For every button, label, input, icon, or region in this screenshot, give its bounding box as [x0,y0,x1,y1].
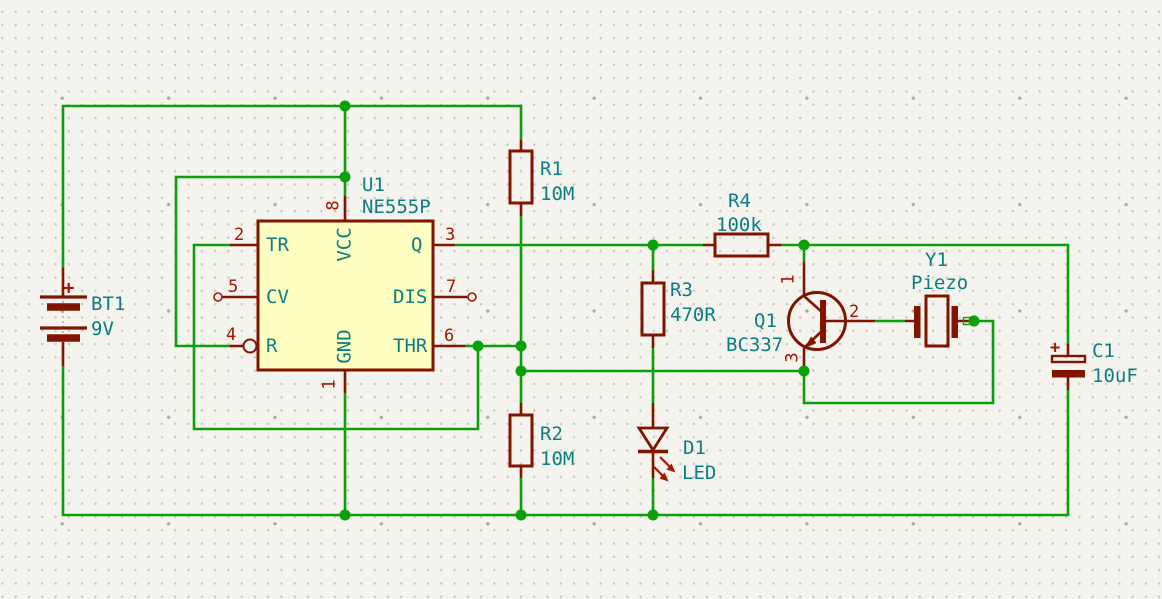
u1-pin-name-thr: THR [393,335,428,357]
r2-resistor-symbol[interactable] [508,413,534,468]
bt1-plus-sign: + [63,277,75,299]
r2-reference[interactable]: R2 [540,423,563,445]
y1-right-plate [951,306,958,338]
u1-pin-number-5: 5 [228,277,239,297]
wire-piezo-return[interactable] [802,319,995,405]
junction-dot [968,315,980,327]
u1-dis-noconnect-circle [467,292,477,302]
q1-value[interactable]: BC337 [726,334,784,356]
q1-pin-number-1: 1 [778,274,799,285]
r3-reference[interactable]: R3 [670,279,693,301]
r1-value[interactable]: 10M [540,183,575,205]
junction-dot [798,239,810,251]
q1-emitter-arrow [805,336,817,348]
r1-reference[interactable]: R1 [540,158,563,180]
wire-reset-tie[interactable] [174,175,345,348]
junction-dot [515,340,527,352]
c1-value[interactable]: 10uF [1092,365,1138,387]
u1-reset-inversion-bubble [242,338,258,354]
u1-reference[interactable]: U1 [362,174,385,196]
u1-pin-number-2: 2 [234,225,245,245]
u1-pin-name-gnd: GND [333,329,356,364]
junction-dot [647,509,659,521]
y1-left-plate [914,306,921,338]
d1-value[interactable]: LED [682,462,717,484]
u1-pin-name-dis: DIS [393,286,428,308]
u1-pin-name-cv: CV [266,286,289,308]
q1-body-circle[interactable] [787,291,847,351]
wire-vcc-top-rail[interactable] [61,104,523,268]
c1-reference[interactable]: C1 [1092,340,1115,362]
wire-tr-thr-loop[interactable] [192,243,480,431]
q1-collector-line [803,295,824,314]
u1-pin-number-1: 1 [319,379,340,390]
u1-pin-name-r: R [266,335,278,357]
r3-resistor-symbol[interactable] [640,281,666,337]
u1-pin-stubs [222,196,468,393]
u1-value[interactable]: NE555P [362,196,431,218]
bt1-reference[interactable]: BT1 [91,293,126,315]
r4-value[interactable]: 100k [716,214,762,236]
u1-pin-number-3: 3 [445,225,456,245]
d1-light-arrowhead-1 [666,463,676,473]
u1-pin-number-7: 7 [446,277,457,297]
u1-ic-symbol[interactable] [213,219,477,372]
u1-pin-name-tr: TR [266,234,289,256]
y1-value[interactable]: Piezo [911,272,969,294]
bt1-battery-symbol[interactable] [40,295,87,342]
c1-plus-sign: + [1050,338,1061,358]
u1-body[interactable] [256,219,435,372]
junction-dot [339,171,351,183]
wires [61,104,1070,517]
u1-pin-number-6: 6 [444,326,455,346]
junction-dot [798,365,810,377]
q1-pin-number-3: 3 [782,352,803,363]
q1-pin-stubs [802,262,875,371]
y1-body[interactable] [924,294,950,348]
y1-reference[interactable]: Y1 [925,249,948,271]
u1-pin-number-8: 8 [323,200,344,211]
u1-pin-name-vcc: VCC [333,227,356,262]
wire-ground-rail[interactable] [61,366,1070,517]
r1-resistor-symbol[interactable] [508,149,534,205]
u1-pin-name-q: Q [411,234,423,256]
c1-capacitor-symbol[interactable] [1050,354,1087,378]
q1-reference[interactable]: Q1 [754,310,777,332]
junction-dot [515,365,527,377]
q1-transistor-symbol[interactable] [787,291,847,351]
d1-triangle[interactable] [636,426,670,453]
junction-dot [515,509,527,521]
d1-reference[interactable]: D1 [683,437,706,459]
wire-collector-to-c1[interactable] [781,243,1070,344]
junction-dot [472,340,484,352]
bt1-value[interactable]: 9V [91,318,114,340]
r3-value[interactable]: 470R [670,304,716,326]
junction-dots [339,100,980,521]
r4-resistor-symbol[interactable] [713,232,770,258]
r2-value[interactable]: 10M [540,448,575,470]
u1-pin-number-4: 4 [226,325,237,345]
junction-dot [339,509,351,521]
junction-dot [647,239,659,251]
u1-cv-noconnect-circle [213,292,223,302]
junction-dot [339,100,351,112]
c1-bottom-plate [1052,370,1085,378]
c1-top-plate [1050,354,1087,364]
pin-stubs [61,140,1070,478]
q1-pin-number-2: 2 [849,302,860,322]
d1-led-symbol[interactable] [636,426,676,482]
d1-light-arrowhead-2 [659,472,669,482]
r4-reference[interactable]: R4 [728,190,751,212]
